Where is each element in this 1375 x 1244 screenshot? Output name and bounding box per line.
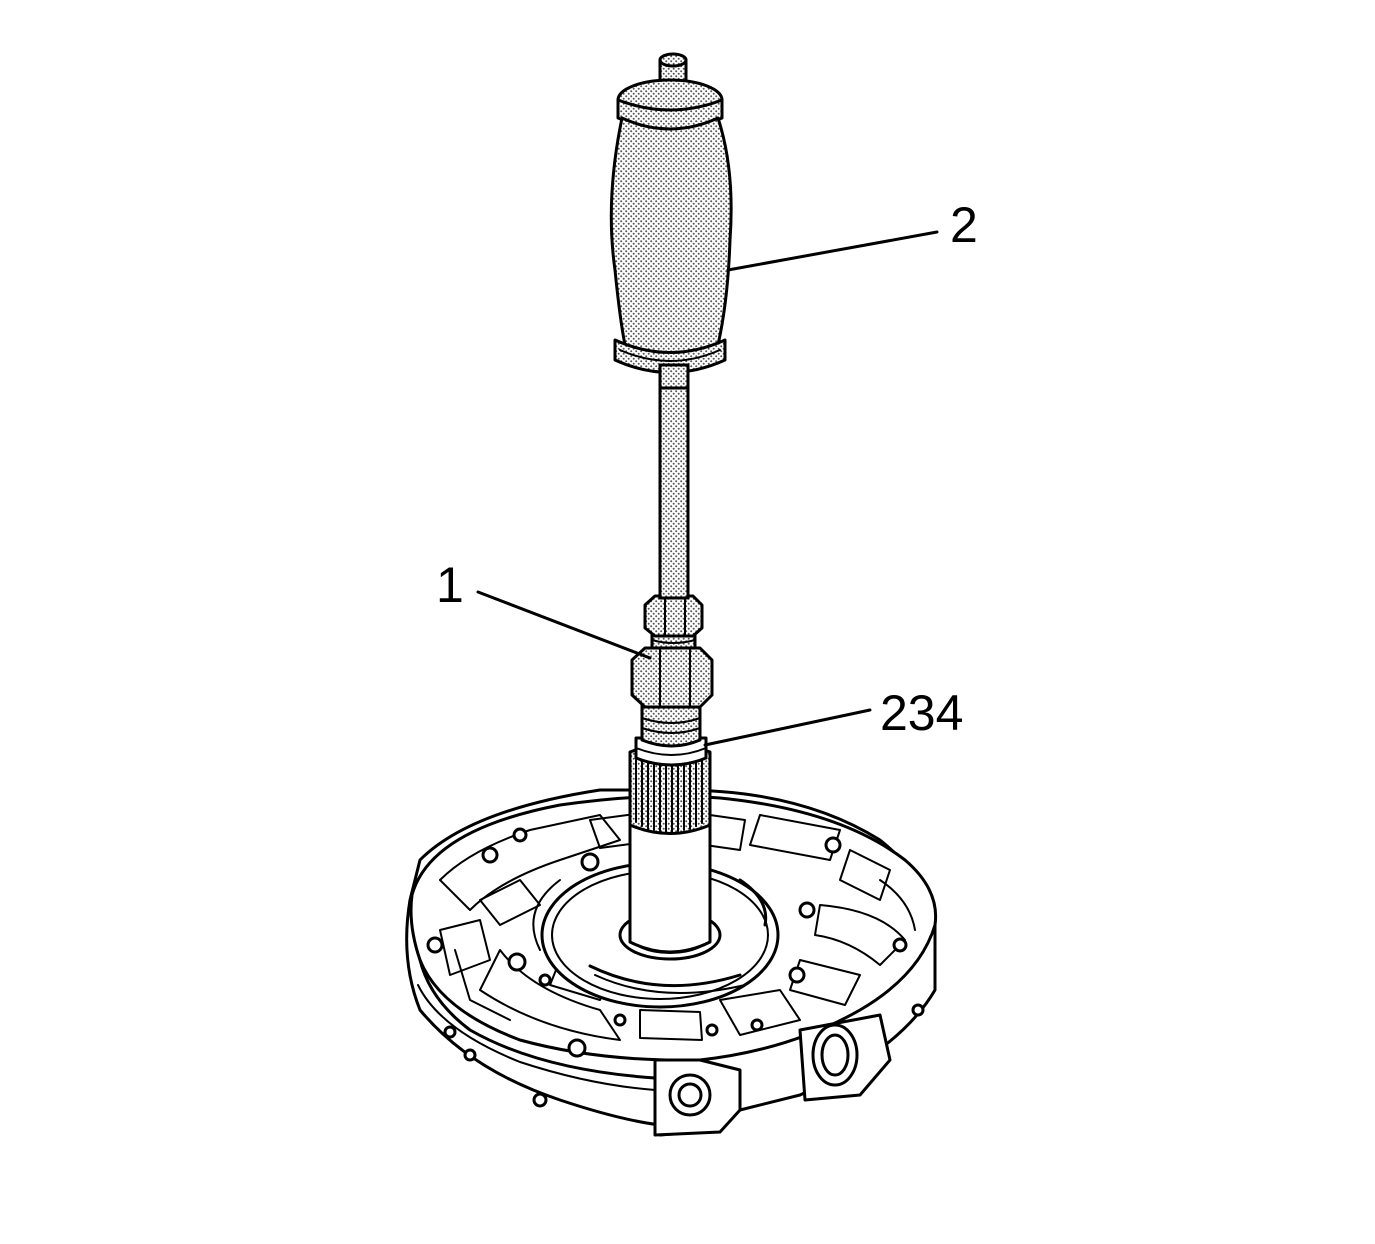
leader-lines: [476, 230, 939, 747]
leader-line-2: [726, 230, 939, 272]
adapter-nuts: [630, 594, 714, 709]
leader-line-1: [476, 590, 652, 660]
leader-line-234: [703, 708, 872, 747]
callout-label-1: 1: [436, 557, 464, 613]
slide-hammer-rod: [658, 383, 690, 600]
installer-sleeve: [618, 703, 722, 961]
callout-label-234: 234: [880, 685, 964, 741]
callout-label-2: 2: [950, 197, 978, 253]
slide-hammer-handle: [609, 52, 733, 390]
